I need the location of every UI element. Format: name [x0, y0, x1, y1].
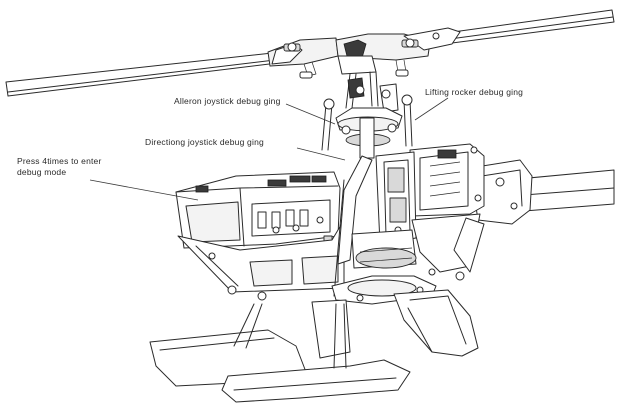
direction-joystick-label: Directiong joystick debug ging — [145, 137, 264, 147]
control-board — [175, 171, 341, 249]
tail-boom — [469, 159, 615, 225]
swashplate-linkage — [321, 71, 413, 159]
debug-mode-instruction-label: Press 4times to enter debug mode — [17, 156, 102, 177]
servo-rack — [375, 143, 485, 245]
rotor-blade-left — [5, 49, 303, 97]
rotor-head — [267, 27, 461, 79]
lifting-rocker-label: Lifting rocker debug ging — [425, 87, 524, 97]
leader-lines — [89, 97, 449, 201]
aileron-joystick-label: Alleron joystick debug ging — [174, 96, 281, 106]
landing-skid — [149, 289, 479, 403]
